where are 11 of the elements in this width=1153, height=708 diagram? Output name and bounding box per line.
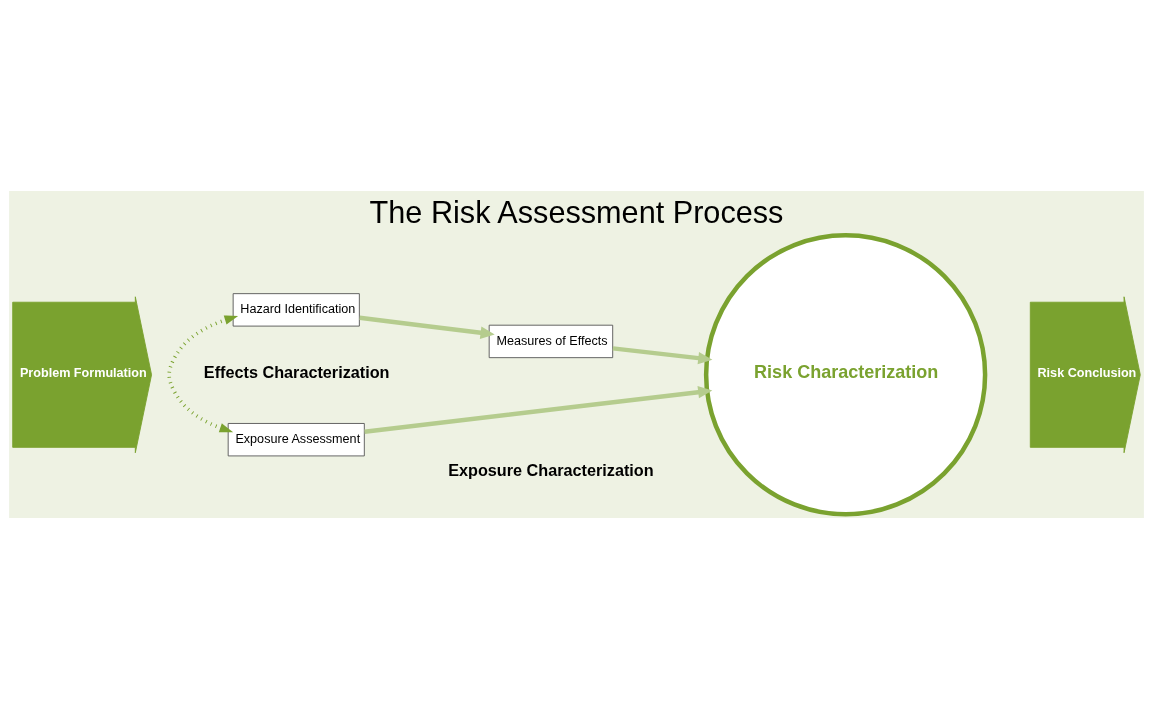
node-box: Measures of Effects: [488, 324, 614, 358]
arrow: [167, 314, 239, 432]
label: Exposure Characterization: [448, 460, 654, 479]
arrow: [364, 385, 713, 434]
label: Effects Characterization: [203, 362, 390, 381]
arrow: [359, 314, 495, 339]
arrow: [612, 345, 713, 364]
node-circle: Risk Characterization: [703, 232, 988, 516]
diagram-title: The Risk Assessment Process: [369, 194, 784, 229]
node-box: Exposure Assessment: [227, 422, 365, 456]
node-box: Hazard Identification: [232, 292, 360, 327]
